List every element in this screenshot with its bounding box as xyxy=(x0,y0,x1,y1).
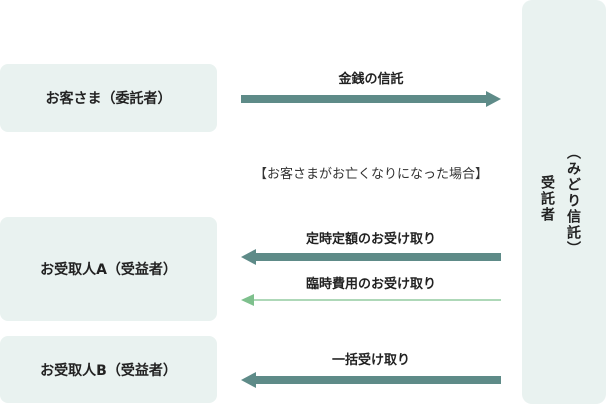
beneficiary-a-label: お受取人A（受益者） xyxy=(40,262,177,278)
arrow-trust-to-trustee xyxy=(241,91,501,107)
trust-of-money-label: 金銭の信託 xyxy=(338,72,404,87)
beneficiary-b-box: お受取人B（受益者） xyxy=(0,336,217,403)
trustee-box xyxy=(522,0,606,404)
beneficiary-b-label: お受取人B（受益者） xyxy=(40,362,177,379)
trustee-name-label: （みどり信託） xyxy=(565,145,581,257)
fixed-payout-label: 定時定額のお受け取り xyxy=(305,232,436,247)
beneficiary-a-box: お受取人A（受益者） xyxy=(0,217,217,321)
condition-label: 【お客さまがお亡くなりになった場合】 xyxy=(253,167,488,182)
temporary-payout-label: 臨時費用のお受け取り xyxy=(305,277,436,292)
lump-sum-label: 一括受け取り xyxy=(331,353,410,368)
arrow-fixed-payout xyxy=(241,249,501,265)
client-box: お客さま（委託者） xyxy=(0,64,217,132)
arrow-temporary-payout xyxy=(241,294,501,306)
trustee-role-label: 受託者 xyxy=(539,175,555,223)
client-label: お客さま（委託者） xyxy=(45,91,172,107)
arrow-lump-sum xyxy=(241,372,501,388)
